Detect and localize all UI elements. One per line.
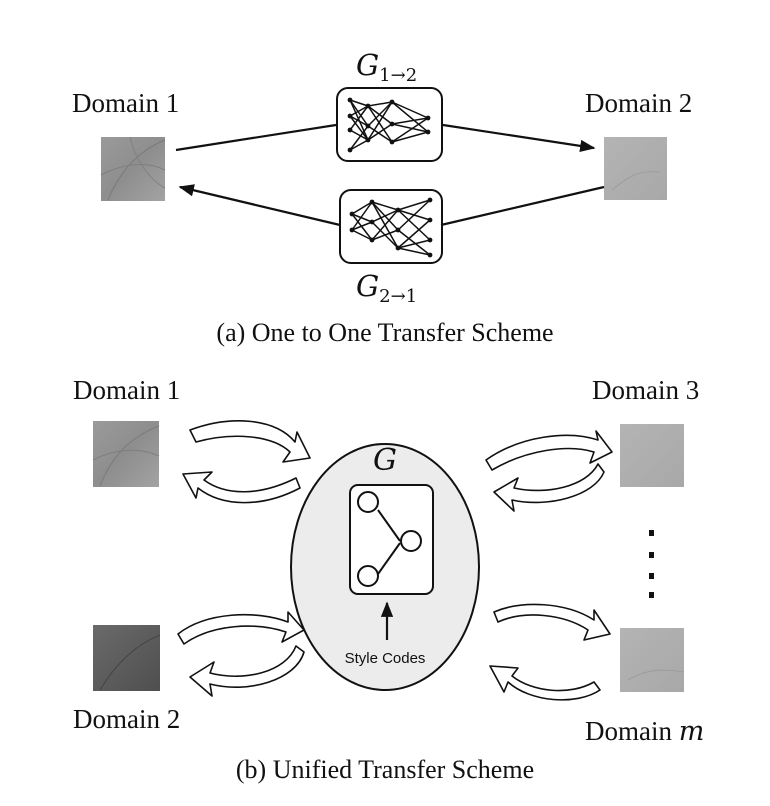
generator-top-network-icon [336, 87, 443, 162]
scheme-b-caption: (b) Unified Transfer Scheme [236, 755, 534, 784]
scheme-b-domain1-texture [92, 421, 160, 487]
scheme-a: Domain 1 Domain 2 G1→2 [72, 48, 692, 347]
curved-arrow-domain2-in [189, 645, 305, 697]
curved-arrow-domainm-in [489, 665, 601, 701]
arrow-domain2-to-generator-bottom [440, 185, 605, 227]
scheme-b-domainm-var: m [679, 716, 705, 747]
curved-arrow-domain1-out [189, 420, 311, 463]
curved-arrow-domain1-in [182, 471, 301, 504]
scheme-b-domainm-texture [620, 628, 685, 692]
unified-generator-label: G [373, 443, 397, 478]
scheme-b-domain2-texture [93, 625, 161, 691]
vertical-ellipsis [649, 530, 654, 598]
curved-arrow-domain3-out [485, 430, 613, 471]
scheme-b-domain2-label: Domain 2 [73, 704, 180, 734]
curved-arrow-domain3-in [493, 463, 605, 512]
scheme-a-caption: (a) One to One Transfer Scheme [216, 318, 553, 347]
generator-top-label: G1→2 [356, 48, 417, 86]
scheme-b-domainm-text: Domain [585, 716, 679, 746]
generator-bottom-network-icon [339, 189, 443, 264]
scheme-b-domain1-label: Domain 1 [73, 375, 180, 405]
generator-bottom-label: G2→1 [356, 269, 417, 307]
scheme-a-domain1-label: Domain 1 [72, 88, 179, 118]
curved-arrow-domainm-out [493, 603, 611, 641]
generator-bottom-subscript: 2→1 [379, 286, 417, 307]
arrow-generator-bottom-to-domain1 [178, 184, 341, 227]
generator-top-subscript: 1→2 [379, 65, 417, 86]
curved-arrow-domain2-out [177, 611, 305, 645]
scheme-b-domain3-label: Domain 3 [592, 375, 699, 405]
scheme-a-domain1-texture [100, 136, 166, 201]
scheme-a-domain2-texture [604, 137, 667, 200]
generator-top-symbol: G [356, 48, 379, 82]
generator-bottom-symbol: G [356, 269, 379, 303]
style-codes-label: Style Codes [345, 650, 426, 667]
scheme-b: Domain 1 Domain 3 Domain 2 Domain m [73, 375, 704, 784]
arrow-generator-top-to-domain2 [442, 123, 596, 153]
scheme-a-domain2-label: Domain 2 [585, 88, 692, 118]
scheme-b-domain3-texture [620, 424, 684, 487]
arrow-domain1-to-generator-top [175, 123, 337, 152]
unified-generator-network-icon [349, 484, 434, 595]
scheme-b-domainm-label: Domain m [585, 716, 704, 747]
